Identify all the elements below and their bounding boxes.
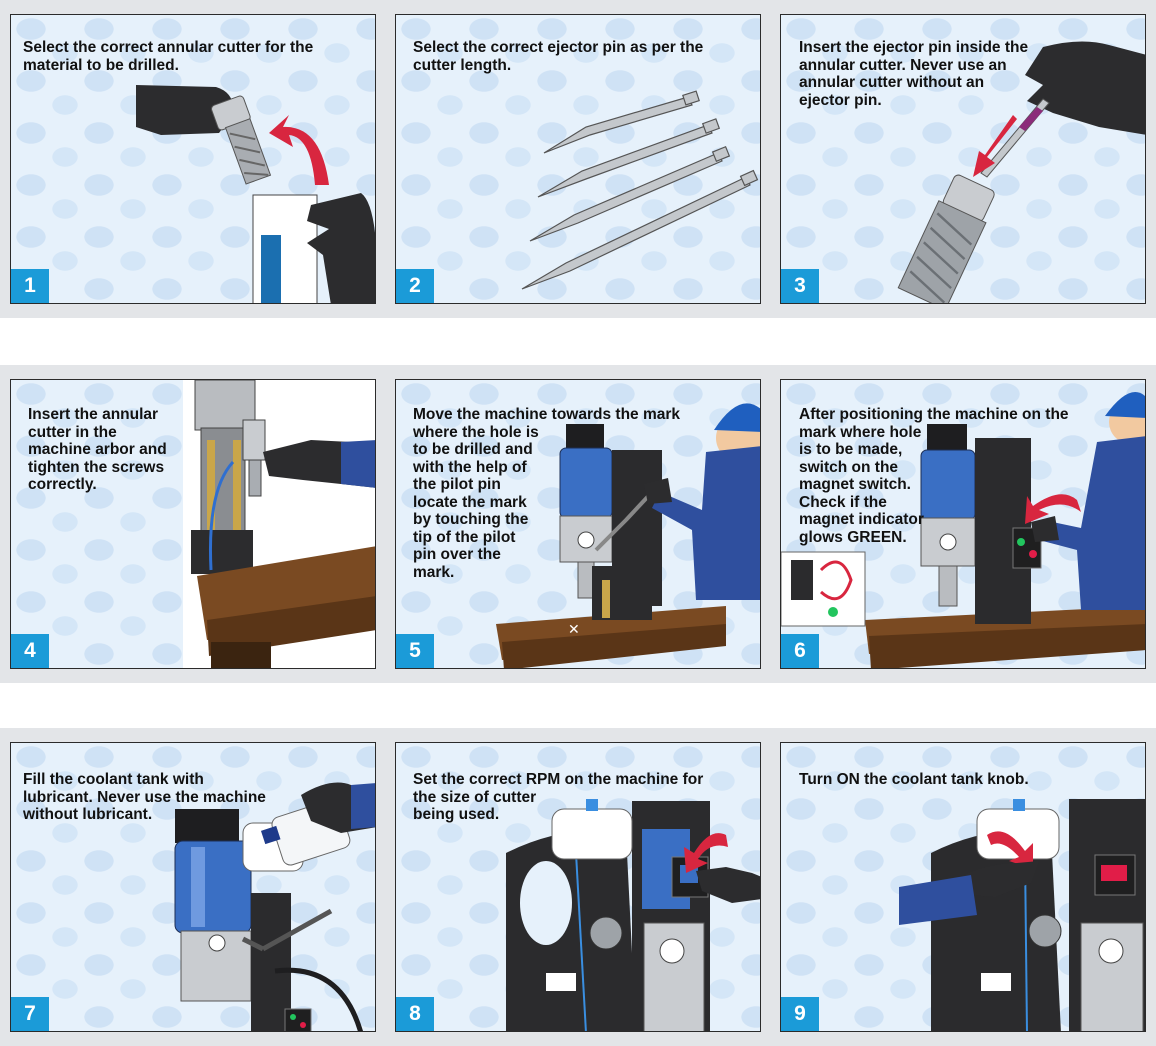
glove-hand-icon (307, 193, 375, 303)
curved-arrow-icon (987, 831, 1033, 869)
step-6-badge: 6 (781, 634, 819, 668)
magnet-switch-illustration (781, 392, 1145, 668)
drilling-machine-icon (920, 424, 1042, 624)
ejector-pin-icon (521, 169, 759, 290)
arbor-installation-illustration (183, 380, 375, 668)
glove-hand-icon (1025, 41, 1145, 135)
ejector-pin-icon (543, 90, 700, 154)
workbench-icon (865, 606, 1145, 668)
machine-column-icon (191, 380, 256, 574)
drilling-machine-icon (506, 801, 710, 1031)
step-panel-9: Turn ON the coolant tank knob. 9 (780, 742, 1146, 1032)
arrow-icon (973, 115, 1017, 177)
arbor-cutter-icon (242, 419, 266, 497)
step-5-badge: 5 (396, 634, 434, 668)
step-2-caption: Select the correct ejector pin as per th… (413, 39, 704, 74)
ejector-pin-icon (537, 118, 721, 198)
brand-logo-icon (981, 973, 1011, 991)
step-9-caption: Turn ON the coolant tank knob. (799, 771, 1029, 788)
step-1-badge: 1 (11, 269, 49, 303)
insert-ejector-pin-illustration (897, 41, 1145, 303)
step-6-caption: After positioning the machine on the mar… (799, 406, 1069, 546)
step-2-badge: 2 (396, 269, 434, 303)
cutter-box-icon (252, 194, 318, 303)
rpm-setting-illustration (506, 799, 760, 1031)
step-panel-1: Select the correct annular cutter for th… (10, 14, 376, 304)
step-7-caption: Fill the coolant tank with lubricant. Ne… (23, 771, 266, 823)
machine-positioning-illustration: ✕ (496, 403, 760, 668)
coolant-tank-icon (976, 799, 1060, 860)
step-3-badge: 3 (781, 269, 819, 303)
glove-hand-icon (136, 85, 234, 135)
curved-arrow-icon (269, 115, 329, 185)
step-panel-7: Fill the coolant tank with lubricant. Ne… (10, 742, 376, 1032)
coolant-hose (209, 460, 235, 571)
brand-logo-icon (546, 973, 576, 991)
step-7-badge: 7 (11, 997, 49, 1031)
step-panel-5: ✕ Move the machine towards the mark wher… (395, 379, 761, 669)
annular-cutter-icon (897, 174, 995, 303)
drill-mark-icon: ✕ (568, 622, 580, 638)
magnet-indicator-icon (1017, 538, 1025, 546)
step-8-caption: Set the correct RPM on the machine for t… (413, 771, 704, 823)
sleeve (341, 440, 375, 488)
curved-arrow-icon (1025, 494, 1081, 524)
cutter-selection-illustration (136, 85, 375, 303)
step-panel-2: Select the correct ejector pin as per th… (395, 14, 761, 304)
step-9-badge: 9 (781, 997, 819, 1031)
glove-hand-icon (696, 867, 760, 903)
annular-cutter-icon (211, 95, 272, 185)
operator-figure-icon (644, 403, 760, 600)
step-panel-3: Insert the ejector pin inside the annula… (780, 14, 1146, 304)
step-8-badge: 8 (396, 997, 434, 1031)
step-panel-4: Insert the annular cutter in the machine… (10, 379, 376, 669)
workbench-icon (496, 606, 726, 668)
magnet-inset-thumbnail-icon (781, 551, 866, 627)
drilling-machine-icon (559, 424, 662, 620)
glove-hand-icon (955, 861, 1039, 897)
step-panel-8: Set the correct RPM on the machine for t… (395, 742, 761, 1032)
drilling-machine-icon (174, 809, 363, 1031)
coolant-tank-icon (551, 799, 633, 860)
step-panel-6: After positioning the machine on the mar… (780, 379, 1146, 669)
step-4-caption: Insert the annular cutter in the machine… (28, 406, 167, 493)
ejector-pins-illustration (521, 90, 759, 290)
ejector-pin-icon (529, 145, 731, 242)
step-5-caption: Move the machine towards the mark where … (413, 406, 681, 581)
workbench-icon (197, 546, 375, 668)
ejector-pin-icon (980, 98, 1050, 178)
step-4-badge: 4 (11, 634, 49, 668)
coolant-knob-illustration (899, 799, 1145, 1031)
step-3-caption: Insert the ejector pin inside the annula… (799, 39, 1029, 109)
step-1-caption: Select the correct annular cutter for th… (23, 39, 314, 74)
curved-arrow-icon (684, 833, 728, 873)
operator-figure-icon (1031, 392, 1145, 610)
fill-coolant-illustration (174, 782, 375, 1031)
